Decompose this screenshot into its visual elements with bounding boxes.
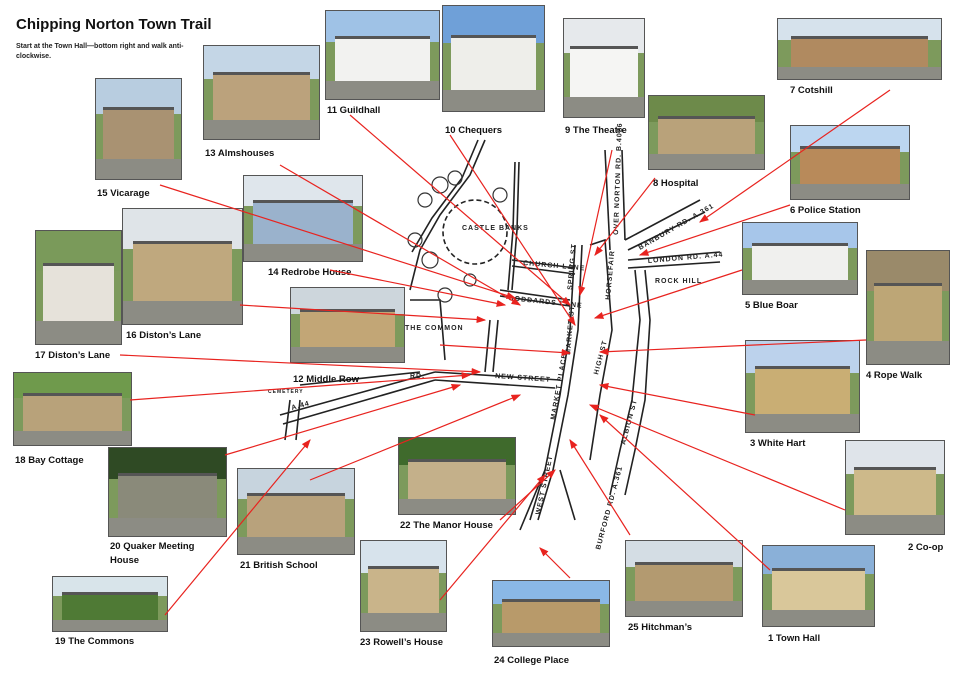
map-label: CEMETERY bbox=[268, 389, 304, 395]
arrow-stop-14 bbox=[329, 269, 507, 307]
stop-label: 3 White Hart bbox=[750, 438, 806, 449]
arrow-stop-7 bbox=[699, 89, 891, 223]
stop-label: 4 Rope Walk bbox=[866, 370, 923, 381]
stop-label: 21 British School bbox=[240, 560, 318, 571]
map-label: ROCK HILL bbox=[655, 278, 702, 285]
photo-stop-3 bbox=[745, 340, 860, 433]
map-trees bbox=[407, 170, 508, 303]
arrow-stop-8 bbox=[594, 177, 656, 256]
stop-label: 10 Chequers bbox=[445, 125, 503, 136]
stop-label: 6 Police Station bbox=[790, 205, 861, 216]
photo-stop-8 bbox=[648, 95, 765, 170]
photo-stop-6 bbox=[790, 125, 910, 200]
arrow-stop-5 bbox=[593, 269, 743, 319]
stop-label: 7 Cotshill bbox=[790, 85, 833, 96]
photo-stop-1 bbox=[762, 545, 875, 627]
stop-label: 14 Redrobe House bbox=[268, 267, 352, 278]
arrow-stop-16 bbox=[239, 304, 487, 324]
stop-label: 2 Co-op bbox=[908, 542, 944, 553]
arrow-stop-6 bbox=[638, 204, 791, 256]
map-label: THE COMMON bbox=[405, 325, 464, 332]
photo-stop-18 bbox=[13, 372, 132, 446]
arrow-stop-10 bbox=[449, 134, 576, 327]
stop-label: 16 Diston’s Lane bbox=[126, 330, 202, 341]
map-label: A.44 bbox=[291, 400, 311, 412]
arrow-stop-4 bbox=[598, 339, 867, 356]
arrow-stop-20 bbox=[224, 383, 462, 456]
photo-stop-15 bbox=[95, 78, 182, 180]
arrow-stop-13 bbox=[279, 164, 522, 306]
photo-stop-5 bbox=[742, 222, 858, 295]
arrow-stop-23 bbox=[439, 474, 546, 601]
stop-label: 11 Guildhall bbox=[327, 105, 381, 116]
photo-stop-13 bbox=[203, 45, 320, 140]
photo-stop-14 bbox=[243, 175, 363, 262]
arrow-stop-24 bbox=[539, 547, 571, 579]
map-label: MARKET ST bbox=[565, 305, 576, 355]
stop-label: 8 Hospital bbox=[653, 178, 699, 189]
arrow-stop-11 bbox=[349, 114, 571, 306]
stop-label: 22 The Manor House bbox=[400, 520, 493, 531]
stop-label: 1 Town Hall bbox=[768, 633, 821, 644]
photo-stop-21 bbox=[237, 468, 355, 555]
photo-stop-7 bbox=[777, 18, 942, 80]
photo-stop-17 bbox=[35, 230, 122, 345]
arrow-stop-1 bbox=[599, 414, 771, 571]
map-label: RD. bbox=[410, 373, 425, 380]
stop-label: 18 Bay Cottage bbox=[15, 455, 84, 466]
page-title: Chipping Norton Town Trail bbox=[16, 16, 212, 33]
photo-stop-19 bbox=[52, 576, 168, 632]
stop-label: 13 Almshouses bbox=[205, 148, 275, 159]
stop-label: 23 Rowell’s House bbox=[360, 637, 444, 648]
photo-stop-23 bbox=[360, 540, 447, 632]
stop-label: 9 The Theatre bbox=[565, 125, 627, 136]
photo-stop-24 bbox=[492, 580, 610, 647]
arrow-stop-15 bbox=[159, 184, 517, 299]
photo-stop-12 bbox=[290, 287, 405, 363]
photo-stop-25 bbox=[625, 540, 743, 617]
map-label: CASTLE BANKS bbox=[462, 225, 529, 232]
arrow-stop-9 bbox=[578, 149, 613, 297]
stop-label: 19 The Commons bbox=[55, 636, 135, 647]
photo-stop-22 bbox=[398, 437, 516, 515]
stop-label: 25 Hitchman’s bbox=[628, 622, 693, 633]
stop-label: 20 Quaker Meeting House bbox=[110, 541, 195, 566]
map-label: HORSEFAIR bbox=[605, 250, 616, 300]
arrow-stop-17 bbox=[119, 354, 482, 376]
arrow-stop-19 bbox=[164, 439, 311, 616]
subtitle: Start at the Town Hall—bottom right and … bbox=[16, 43, 184, 60]
photo-stop-20 bbox=[108, 447, 227, 537]
stop-label: 5 Blue Boar bbox=[745, 300, 798, 311]
photo-stop-11 bbox=[325, 10, 440, 100]
photo-stop-9 bbox=[563, 18, 645, 118]
stop-label: 15 Vicarage bbox=[97, 188, 150, 199]
stop-label: 17 Diston’s Lane bbox=[35, 350, 111, 361]
arrow-stop-18 bbox=[129, 372, 472, 401]
arrow-stop-25 bbox=[569, 438, 631, 536]
stop-label: 12 Middle Row bbox=[293, 374, 359, 385]
stop-label: 24 College Place bbox=[494, 655, 569, 666]
map-label: NEW STREET bbox=[495, 373, 551, 384]
arrow-stop-12 bbox=[439, 344, 572, 357]
arrow-stop-3 bbox=[598, 383, 756, 416]
photo-stop-4 bbox=[866, 250, 950, 365]
photo-stop-2 bbox=[845, 440, 945, 535]
map-label: OVER NORTON RD. B.4026 bbox=[613, 122, 624, 235]
map-label: SPRING ST bbox=[567, 243, 578, 290]
arrow-stop-2 bbox=[588, 404, 846, 511]
photo-stop-10 bbox=[442, 5, 545, 112]
photo-stop-16 bbox=[122, 208, 243, 325]
arrow-stop-21 bbox=[309, 394, 522, 481]
